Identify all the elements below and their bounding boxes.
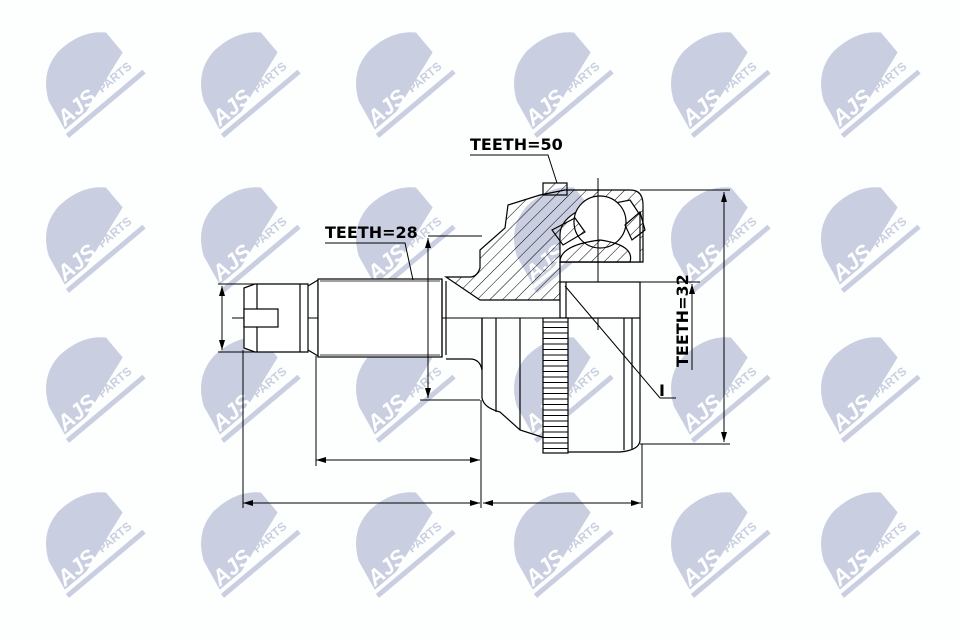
splined-shaft [317,278,447,358]
teeth-50-label: TEETH=50 [470,135,563,154]
bell-housing [444,178,646,371]
leader-lines [325,154,676,399]
teeth-28-label: TEETH=28 [325,223,418,242]
marker-i-label: I [659,381,665,400]
shaft-end [243,278,319,358]
teeth-32-label: TEETH=32 [673,274,692,367]
dimension-lines [218,189,730,508]
abs-tab [542,182,568,196]
arrowheads [219,192,727,506]
abs-ring [542,317,569,454]
